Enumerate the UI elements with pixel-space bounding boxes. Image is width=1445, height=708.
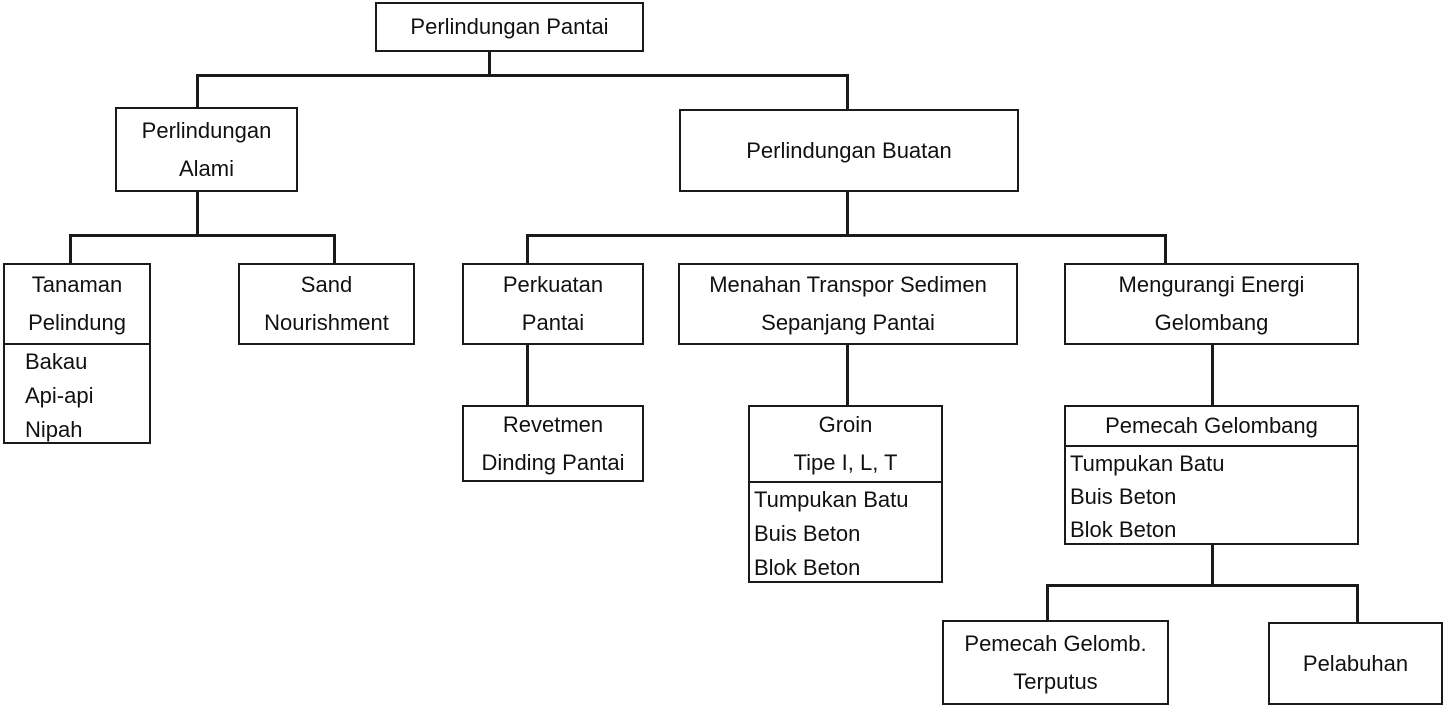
node-label: Tipe I, L, T	[793, 450, 898, 475]
node-mengurangi-energi: Mengurangi Energi Gelombang	[1064, 263, 1359, 345]
node-label: Alami	[178, 155, 234, 181]
node-label: Pantai	[521, 310, 585, 335]
groin-list: Tumpukan Batu Buis Beton Blok Beton	[748, 481, 943, 583]
node-label: Dinding Pantai	[481, 449, 625, 475]
node-label: Perkuatan	[502, 272, 604, 297]
connector	[526, 234, 1166, 237]
node-label: Mengurangi Energi	[1118, 272, 1305, 297]
node-perlindungan-alami: Perlindungan Alami	[115, 107, 298, 192]
list-item: Tumpukan Batu	[1070, 451, 1225, 476]
node-label: Pemecah Gelomb.	[964, 630, 1147, 656]
connector	[526, 343, 529, 405]
node-label: Pelabuhan	[1302, 650, 1409, 676]
connector	[1211, 543, 1214, 586]
node-label: Sand	[300, 272, 353, 297]
connector	[1046, 584, 1358, 587]
connector	[846, 190, 849, 236]
node-perlindungan-buatan: Perlindungan Buatan	[679, 109, 1019, 192]
node-label: Gelombang	[1154, 310, 1269, 335]
pemecah-list: Tumpukan Batu Buis Beton Blok Beton	[1064, 445, 1359, 545]
connector	[196, 74, 199, 107]
node-pemecah-gelombang: Pemecah Gelombang	[1064, 405, 1359, 447]
node-tanaman-pelindung: Tanaman Pelindung	[3, 263, 151, 345]
connector	[333, 234, 336, 264]
node-perlindungan-pantai: Perlindungan Pantai	[375, 2, 644, 52]
list-item: Blok Beton	[754, 555, 861, 580]
connector	[1164, 234, 1167, 264]
connector	[1356, 584, 1359, 622]
connector	[488, 50, 491, 76]
node-label: Pemecah Gelombang	[1105, 413, 1318, 438]
list-item: Buis Beton	[1070, 484, 1177, 509]
node-label: Perlindungan Buatan	[746, 137, 952, 163]
node-menahan-transpor: Menahan Transpor Sedimen Sepanjang Panta…	[678, 263, 1018, 345]
node-groin: Groin Tipe I, L, T	[748, 405, 943, 483]
node-label: Pelindung	[28, 310, 126, 335]
node-label: Terputus	[1013, 668, 1098, 694]
connector	[196, 190, 199, 236]
list-item: Blok Beton	[1070, 517, 1177, 542]
connector	[846, 74, 849, 109]
list-item: Tumpukan Batu	[754, 487, 909, 512]
list-item: Bakau	[25, 349, 88, 374]
node-label: Menahan Transpor Sedimen	[709, 272, 987, 297]
node-label: Perlindungan	[141, 117, 272, 143]
node-revetmen: Revetmen Dinding Pantai	[462, 405, 644, 482]
list-item: Nipah	[25, 417, 83, 442]
node-label: Nourishment	[264, 310, 389, 335]
node-sand-nourishment: Sand Nourishment	[238, 263, 415, 345]
connector	[69, 234, 72, 264]
node-pelabuhan: Pelabuhan	[1268, 622, 1443, 705]
node-label: Tanaman	[31, 272, 123, 297]
connector	[526, 234, 529, 264]
connector	[69, 234, 335, 237]
node-label: Revetmen	[502, 411, 604, 437]
tanaman-list: Bakau Api-api Nipah	[3, 343, 151, 444]
list-item: Api-api	[25, 383, 94, 408]
node-label: Groin	[818, 412, 873, 437]
node-perkuatan-pantai: Perkuatan Pantai	[462, 263, 644, 345]
connector	[1046, 584, 1049, 620]
node-label: Sepanjang Pantai	[761, 310, 935, 335]
connector	[1211, 343, 1214, 405]
connector	[846, 343, 849, 405]
connector	[196, 74, 848, 77]
list-item: Buis Beton	[754, 521, 861, 546]
node-label: Perlindungan Pantai	[410, 14, 609, 39]
node-pemecah-terputus: Pemecah Gelomb. Terputus	[942, 620, 1169, 705]
